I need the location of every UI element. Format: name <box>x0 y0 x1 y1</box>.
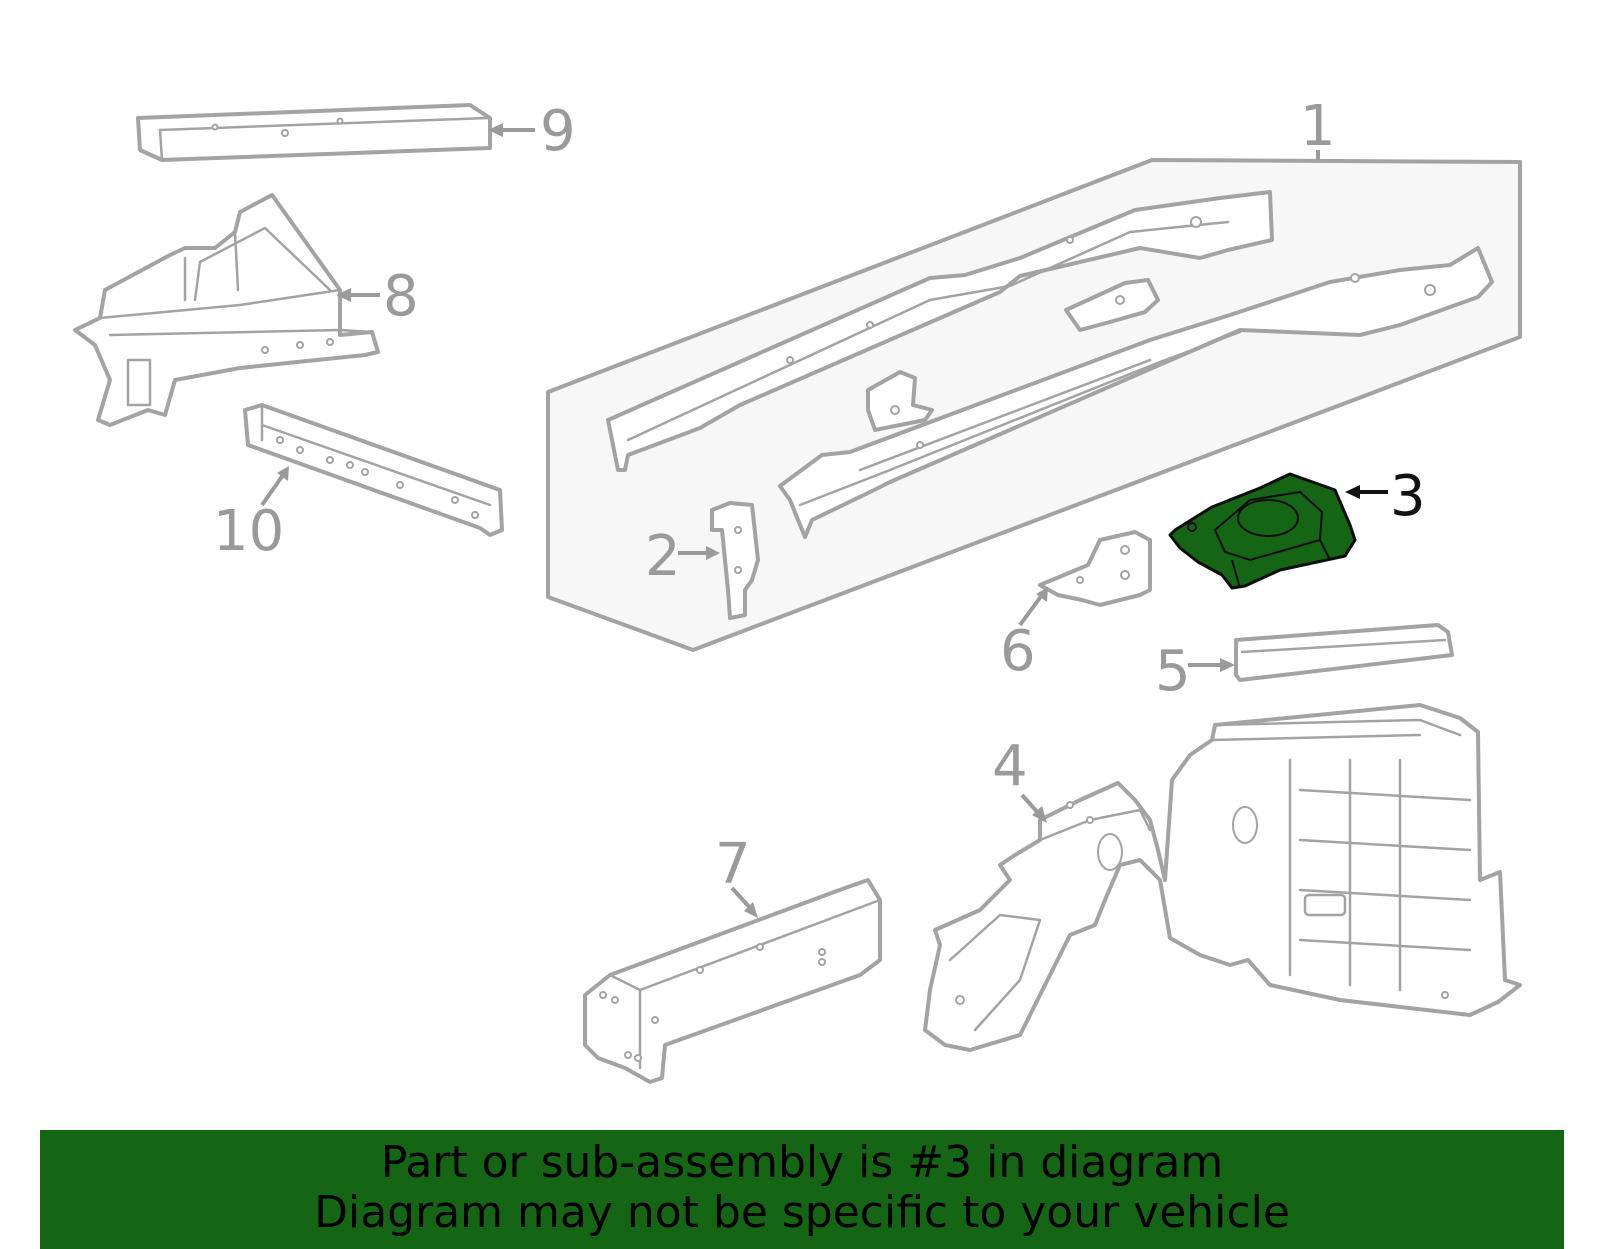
info-banner: Part or sub-assembly is #3 in diagram Di… <box>40 1130 1564 1249</box>
part-5-cross-bar[interactable]: 5 <box>1155 623 1454 704</box>
part-9-rail[interactable]: 9 <box>136 99 576 164</box>
callout-8-label: 8 <box>383 264 419 329</box>
callout-4-label: 4 <box>992 734 1028 799</box>
callout-5-label: 5 <box>1155 639 1191 704</box>
banner-line-1: Part or sub-assembly is #3 in diagram <box>380 1137 1224 1188</box>
callout-7-label: 7 <box>715 832 751 897</box>
part-7-crossmember[interactable]: 7 <box>583 832 882 1084</box>
callout-6-label: 6 <box>1000 619 1036 684</box>
part-1-frame-assembly[interactable]: 1 <box>546 94 1522 652</box>
part-2-bracket[interactable]: 2 <box>645 501 760 620</box>
part-10-channel[interactable]: 10 <box>213 403 504 564</box>
part-3-mount-highlighted[interactable]: 3 <box>1168 464 1426 590</box>
callout-3-label: 3 <box>1390 464 1426 529</box>
callout-10-label: 10 <box>213 499 284 564</box>
part-6-gusset-plate[interactable]: 6 <box>1000 530 1152 684</box>
callout-9-label: 9 <box>540 99 576 164</box>
callout-2-label: 2 <box>645 524 681 589</box>
banner-line-2: Diagram may not be specific to your vehi… <box>314 1187 1290 1238</box>
callout-1-label: 1 <box>1300 94 1336 159</box>
part-8-front-frame-section[interactable]: 8 <box>73 193 419 427</box>
part-4-front-structure[interactable]: 4 <box>923 703 1522 1052</box>
